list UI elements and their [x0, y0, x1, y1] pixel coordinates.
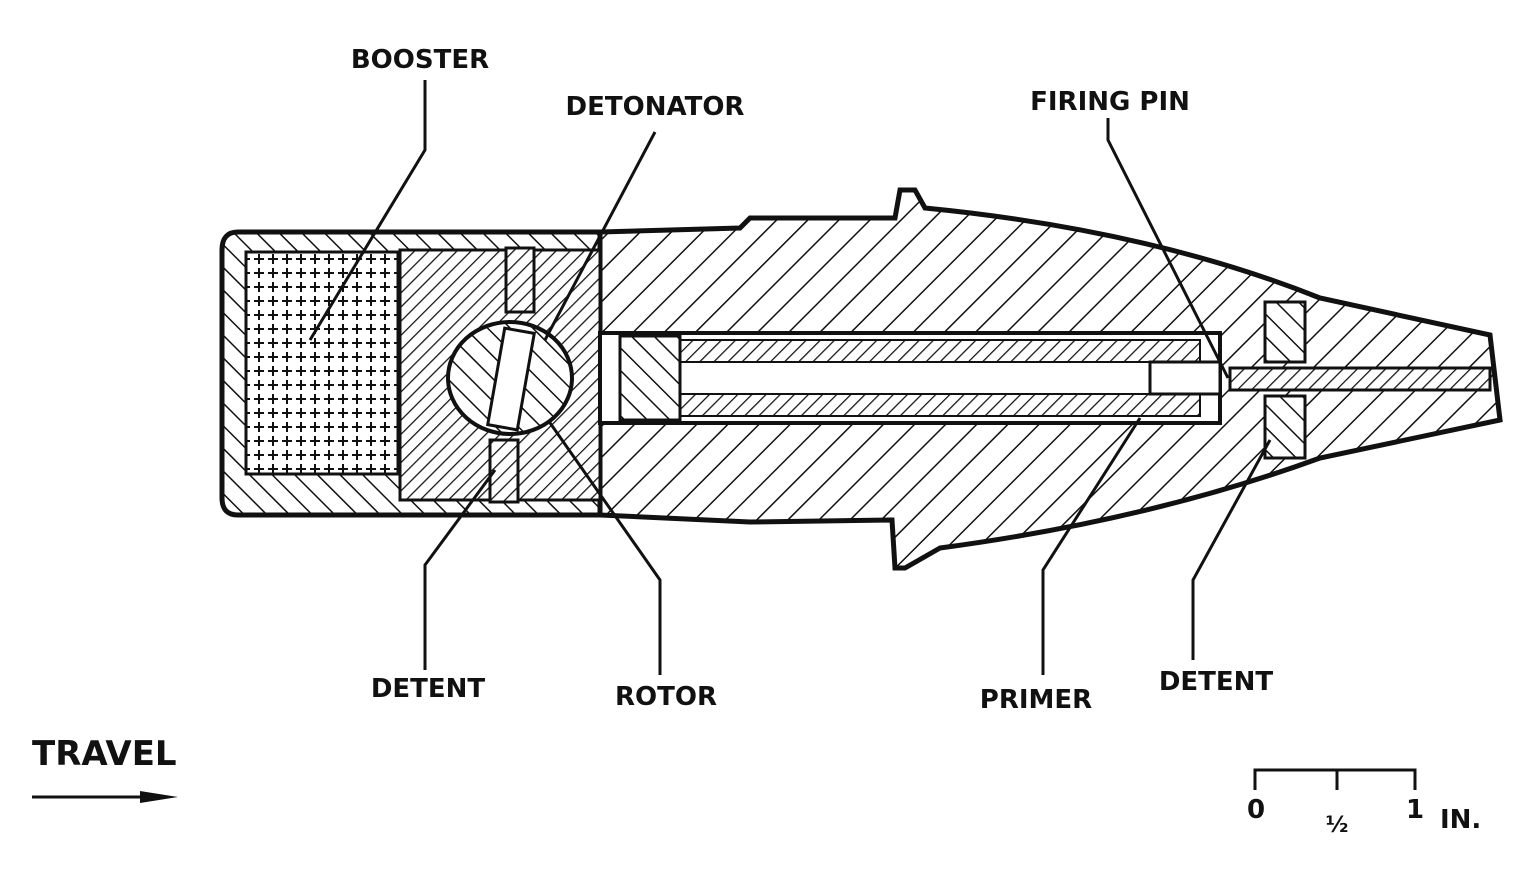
booster-charge: [244, 250, 400, 476]
primer: [618, 334, 682, 422]
leader-primer: [1041, 417, 1142, 675]
scale-half: ½: [1326, 813, 1349, 838]
firing-pin: [1148, 360, 1222, 396]
nose-striker: [1228, 366, 1492, 392]
label-detent-left: DETENT: [371, 674, 486, 704]
scale-one: 1: [1406, 795, 1424, 825]
label-primer: PRIMER: [980, 685, 1092, 715]
detent-left-upper: [504, 246, 536, 314]
label-detent-right: DETENT: [1159, 667, 1274, 697]
label-booster: BOOSTER: [351, 45, 489, 75]
scale-zero: 0: [1247, 795, 1265, 825]
scale-unit: IN.: [1440, 805, 1481, 835]
leader-booster: [308, 80, 427, 341]
detent-right-upper: [1263, 300, 1307, 364]
leader-rotor: [546, 419, 662, 675]
detonator: [485, 326, 537, 432]
detent-right-lower: [1263, 394, 1307, 460]
label-rotor: ROTOR: [615, 682, 717, 712]
leader-detent-right: [1191, 439, 1272, 660]
scale-bar: [1253, 768, 1417, 790]
leader-detent-left: [423, 469, 497, 670]
firing-pin-sleeve-upper: [679, 339, 1201, 363]
firing-pin-sleeve-lower: [679, 393, 1201, 417]
leader-firing-pin: [1106, 118, 1230, 379]
label-travel: TRAVEL: [32, 734, 177, 774]
leader-detonator: [543, 131, 657, 341]
travel-arrow-head: [140, 791, 178, 803]
label-firing-pin: FIRING PIN: [1030, 87, 1190, 117]
label-detonator: DETONATOR: [566, 92, 745, 122]
